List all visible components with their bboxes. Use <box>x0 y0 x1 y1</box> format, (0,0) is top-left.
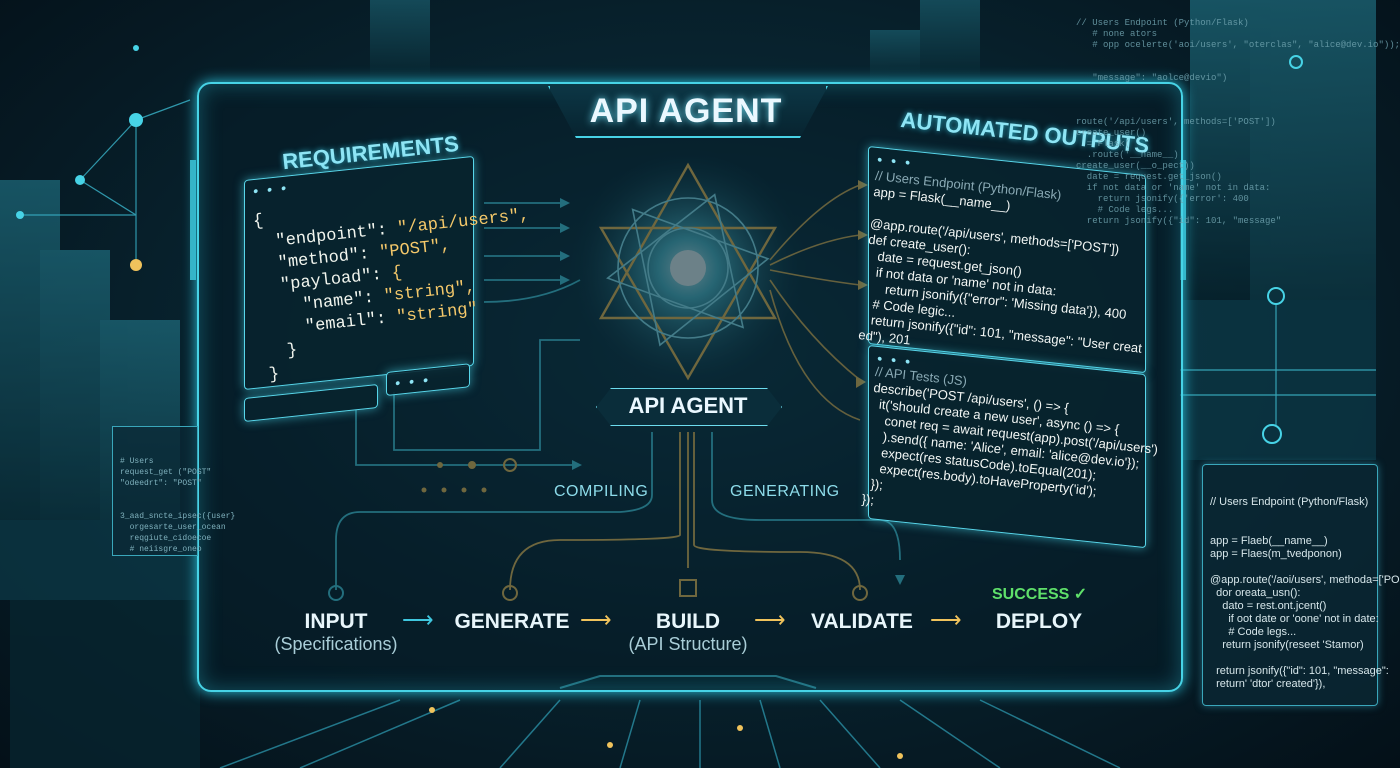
left-small-code-line: request_get ("POST" <box>120 468 212 477</box>
top-right-code-line: create_user(__o_pect)) <box>1076 161 1195 171</box>
left-small-panel <box>112 426 198 556</box>
compiling-label: COMPILING <box>554 483 649 500</box>
top-right-code-line: "message": "aolce@devio") <box>1076 73 1228 83</box>
right-side-code-line: app = Flaes(m_tvedponon) <box>1210 548 1342 560</box>
left-small-code-line: orgesarte_user_ocean <box>120 523 226 532</box>
left-small-code-line <box>120 489 235 500</box>
right-side-code-line: return jsonify(reseet 'Stamor) <box>1210 639 1364 651</box>
left-small-code-line: # Users <box>120 457 154 466</box>
left-small-code-line <box>120 500 235 511</box>
window-dots-icon: ● ● ● <box>253 182 290 197</box>
step-deploy: DEPLOY <box>995 610 1083 633</box>
window-dots-icon: ● ● ● <box>395 374 432 389</box>
step-input: INPUT <box>304 610 368 633</box>
step-build: BUILD <box>655 610 721 633</box>
top-right-code-line <box>1076 106 1400 117</box>
top-right-code-line: = Flask( <box>1076 139 1131 149</box>
tests-code: // API Tests (JS)describe('POST /api/use… <box>861 364 1164 537</box>
right-side-panel <box>1202 464 1378 706</box>
page-title: API AGENT <box>589 92 783 130</box>
top-right-code-line: # Code legs... <box>1076 205 1174 215</box>
right-side-code-line <box>1210 561 1400 574</box>
right-side-code-line: return' 'dtor' created'}), <box>1210 678 1326 690</box>
step-build-sub: (API Structure) <box>628 634 748 654</box>
arrow-right-icon: ⟶ <box>930 607 962 632</box>
right-side-code-line: # Code legs... <box>1210 626 1297 638</box>
top-right-code-line <box>1076 84 1400 95</box>
right-side-code-line <box>1210 509 1400 522</box>
top-right-code-line: return jsonify({"id": 101, "message" <box>1076 216 1282 226</box>
right-side-code-line: dato = rest.ont.jcent() <box>1210 600 1327 612</box>
top-right-code-line: date = request.get_json() <box>1076 172 1222 182</box>
arrow-right-icon: ⟶ <box>754 607 786 632</box>
right-side-code-line: return jsonify({"id": 101, "message": <box>1210 665 1392 677</box>
step-validate: VALIDATE <box>811 610 913 633</box>
top-right-code: // Users Endpoint (Python/Flask) # none … <box>1076 18 1400 227</box>
top-right-code-line: # none ators <box>1076 29 1158 39</box>
agent-pill <box>596 388 782 426</box>
circuit-node-icon <box>129 113 143 127</box>
right-side-code-line: @app.route('/aoi/users', methoda=['PO <box>1210 574 1400 586</box>
requirements-code: { "endpoint": "/api/users", "method": "P… <box>252 183 544 387</box>
left-network-lines <box>20 99 191 265</box>
generating-label: GENERATING <box>730 483 840 500</box>
top-right-code-line: if not data or 'name' not in data: <box>1076 183 1271 193</box>
step-input-sub: (Specifications) <box>274 634 398 654</box>
top-right-code-line: route('/api/users', methods=['POST']) <box>1076 117 1276 127</box>
top-right-code-line: .route('__name__) <box>1076 150 1179 160</box>
agent-label: API AGENT <box>628 393 748 418</box>
left-small-code-line: "odeedrt": "POST" <box>120 479 202 488</box>
top-right-code-line: return jsonify({'error': 400 <box>1076 194 1249 204</box>
success-badge: SUCCESS ✓ <box>992 586 1088 603</box>
top-right-code-line: // Users Endpoint (Python/Flask) <box>1076 18 1249 28</box>
left-small-code-line: 3_aad_sncte_ipsec({user} <box>120 512 236 521</box>
right-side-code: // Users Endpoint (Python/Flask) app = F… <box>1210 496 1400 691</box>
right-side-code-line <box>1210 522 1400 535</box>
top-right-code-line <box>1076 62 1400 73</box>
title-tab <box>548 86 828 138</box>
right-side-code-line <box>1210 652 1400 665</box>
right-side-code-line: if oot date or 'oone' not in date: <box>1210 613 1379 625</box>
top-right-code-line: # opp ocelerte('aoi/users', "oterclas", … <box>1076 40 1400 50</box>
arrow-right-icon: ⟶ <box>580 607 612 632</box>
right-city-buildings <box>1180 0 1376 460</box>
right-side-code-line: app = Flaeb(__name__) <box>1210 535 1328 547</box>
left-small-code-line: # neiisgre_oneo <box>120 545 202 554</box>
left-small-code-line: reqgiute_cidoecoe <box>120 534 212 543</box>
right-side-code-line: dor oreata_usn(): <box>1210 587 1301 599</box>
left-small-code: # Users request_get ("POST" "odeedrt": "PO… <box>120 456 235 555</box>
right-side-code-line: // Users Endpoint (Python/Flask) <box>1210 496 1369 508</box>
window-dots-icon: ● ● ● <box>877 153 914 168</box>
top-right-code-line <box>1076 51 1400 62</box>
step-generate: GENERATE <box>454 610 570 633</box>
top-right-code-line: create_user() <box>1076 128 1147 138</box>
arrow-right-icon: ⟶ <box>402 607 434 632</box>
top-right-code-line <box>1076 95 1400 106</box>
